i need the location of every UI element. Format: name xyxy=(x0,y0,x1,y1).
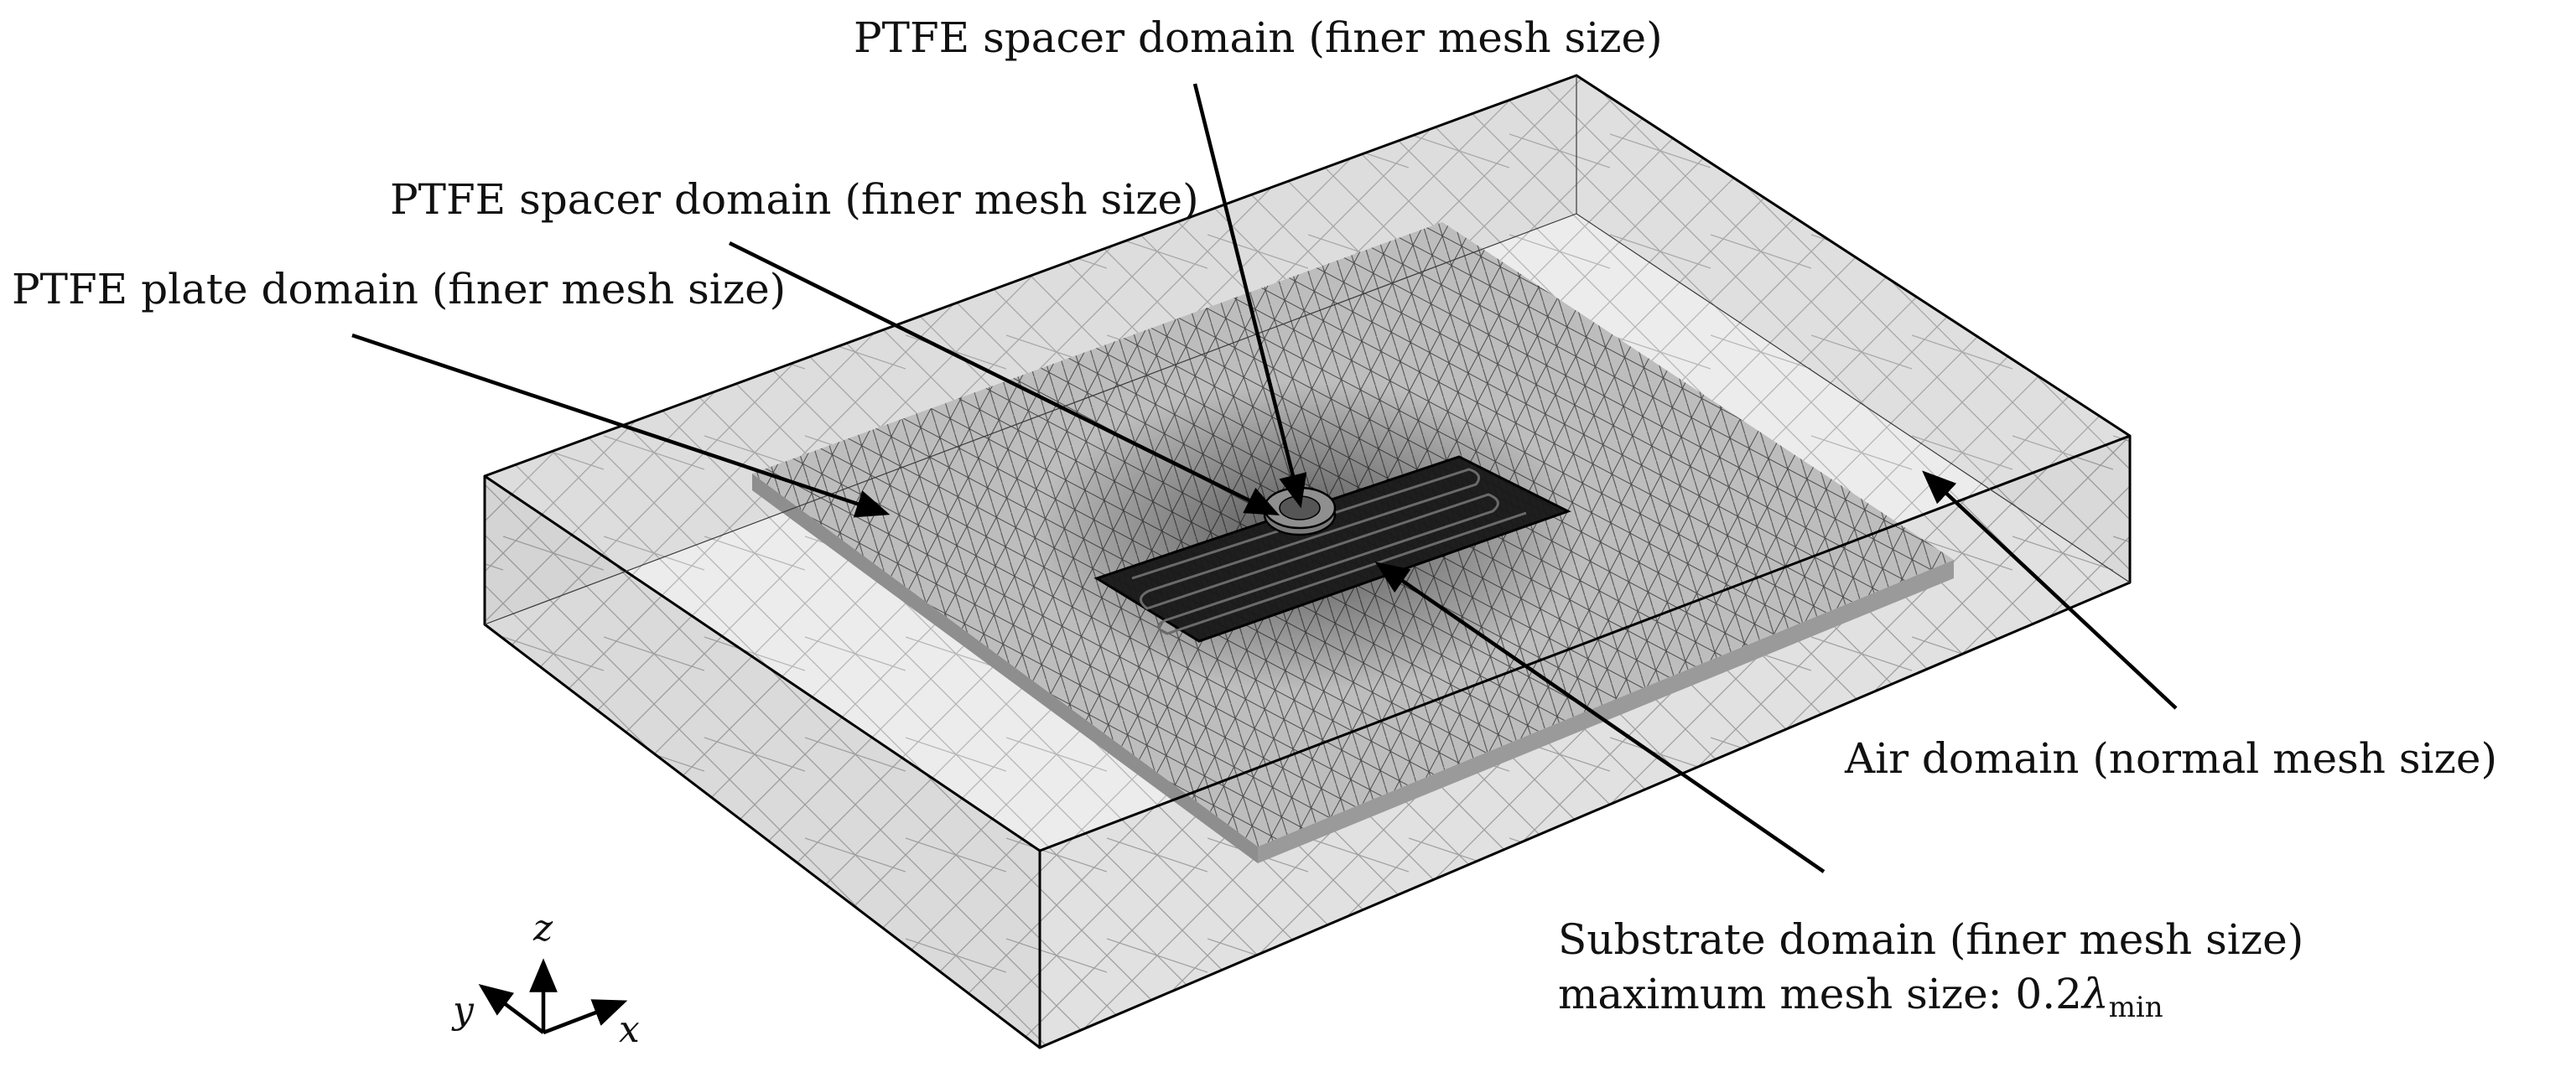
leader-substrate xyxy=(1374,562,1826,873)
label-spacer-mid: PTFE spacer domain (finer mesh size) xyxy=(390,175,1199,224)
air-box-edges xyxy=(483,74,2132,1049)
x-axis-label: x xyxy=(619,1008,640,1051)
leader-spacer-top xyxy=(1192,83,1307,509)
z-axis-label: z xyxy=(532,907,553,950)
plate-side-right xyxy=(1258,560,1954,863)
plate-side-front xyxy=(752,474,1258,863)
substrate-line2-prefix: maximum mesh size: 0.2 xyxy=(1558,970,2082,1018)
substrate-line2-sub: min xyxy=(2109,991,2163,1024)
y-axis-label: y xyxy=(451,989,475,1032)
x-axis-arrow xyxy=(543,999,628,1035)
substrate xyxy=(1093,455,1571,643)
substrate-line2-lambda: λ xyxy=(2080,970,2109,1018)
leader-lines xyxy=(351,83,2178,873)
label-plate: PTFE plate domain (finer mesh size) xyxy=(12,265,786,313)
meander-line xyxy=(1131,468,1527,635)
label-air: Air domain (normal mesh size) xyxy=(1844,734,2497,783)
axes-triad: z x y xyxy=(451,907,640,1051)
y-axis-arrow xyxy=(478,983,545,1034)
label-substrate-line2: maximum mesh size: 0.2λmin xyxy=(1558,970,2163,1024)
leader-spacer-mid xyxy=(729,241,1280,515)
leader-air xyxy=(1922,470,2178,710)
leader-plate xyxy=(351,333,891,518)
label-substrate-line1: Substrate domain (finer mesh size) xyxy=(1558,915,2303,964)
label-spacer-top: PTFE spacer domain (finer mesh size) xyxy=(854,13,1663,62)
